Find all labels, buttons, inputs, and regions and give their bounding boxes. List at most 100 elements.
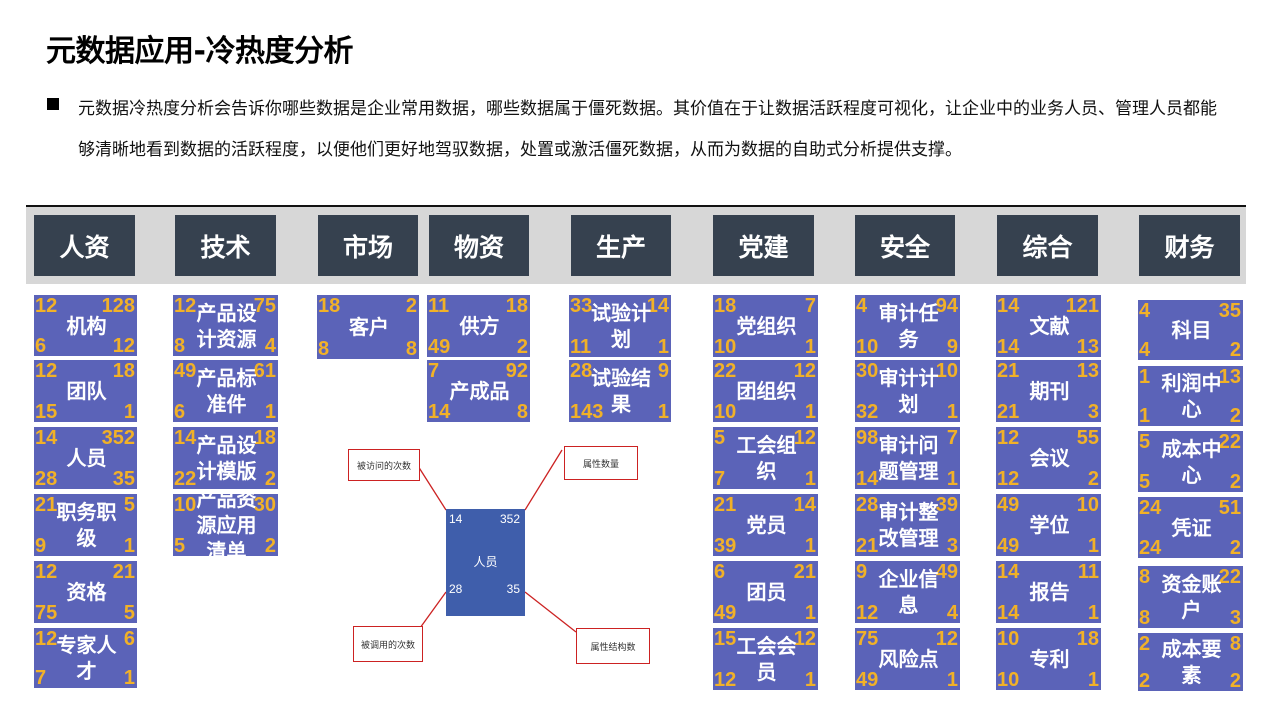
structure-count: 2 [1229, 405, 1241, 426]
visited-count: 21 [997, 360, 1020, 382]
visited-count: 5 [1139, 431, 1151, 453]
item-label: 凭证 [1171, 515, 1212, 540]
visited-count: 18 [318, 295, 341, 317]
category-header[interactable]: 市场 [318, 215, 418, 276]
category-header[interactable]: 人资 [34, 215, 135, 276]
visited-count: 22 [714, 360, 737, 382]
item-label: 产品标准件 [196, 366, 257, 416]
structure-count: 3 [1229, 607, 1241, 628]
visited-count: 12 [35, 360, 58, 382]
category-header[interactable]: 综合 [997, 215, 1098, 276]
structure-count: 2 [1229, 670, 1241, 691]
structure-count: 1 [804, 602, 816, 623]
attribute-count: 61 [253, 360, 276, 382]
category-header[interactable]: 生产 [571, 215, 671, 276]
visited-count: 14 [997, 295, 1020, 317]
structure-count: 1 [804, 669, 816, 690]
item-label: 机构 [66, 313, 107, 338]
category-header[interactable]: 党建 [713, 215, 814, 276]
item-label: 审计计划 [878, 366, 939, 416]
category-header[interactable]: 财务 [1139, 215, 1240, 276]
attribute-count: 10 [1076, 494, 1099, 516]
visited-count: 24 [1139, 497, 1162, 519]
item-label: 利润中心 [1161, 371, 1222, 421]
item-label: 专利 [1029, 647, 1070, 671]
attribute-count: 5 [123, 494, 135, 516]
structure-count: 4 [946, 602, 958, 623]
visited-count: 4 [1139, 300, 1151, 322]
attribute-count: 39 [935, 494, 958, 516]
called-count: 5 [174, 535, 186, 556]
structure-count: 2 [264, 535, 276, 556]
item-label: 会议 [1029, 446, 1070, 470]
structure-count: 1 [946, 669, 958, 690]
attribute-count: 18 [112, 360, 135, 382]
structure-count: 2 [1229, 339, 1241, 360]
structure-count: 1 [804, 468, 816, 489]
visited-count: 28 [570, 360, 593, 382]
category-header[interactable]: 物资 [429, 215, 529, 276]
called-count: 21 [997, 401, 1020, 422]
attribute-count: 75 [253, 295, 276, 317]
visited-count: 28 [856, 494, 879, 516]
category-header[interactable]: 安全 [855, 215, 955, 276]
item-label: 企业信息 [878, 567, 939, 617]
attribute-count: 7 [946, 427, 958, 449]
visited-count: 12 [35, 561, 58, 583]
annotation-attribute-count: 属性数量 [564, 446, 638, 480]
visited-count: 75 [856, 628, 879, 650]
called-count: 11 [570, 336, 592, 357]
item-label: 产品设计模版 [196, 433, 257, 483]
structure-count: 1 [123, 535, 135, 556]
attribute-count: 22 [1218, 431, 1241, 453]
visited-count: 7 [428, 360, 440, 382]
called-count: 6 [35, 335, 47, 356]
category-header[interactable]: 技术 [175, 215, 276, 276]
structure-count: 1 [804, 336, 816, 357]
called-count: 49 [428, 336, 451, 357]
structure-count: 5 [123, 602, 135, 623]
item-label: 客户 [349, 315, 389, 339]
attribute-count: 2 [405, 295, 417, 317]
attribute-count: 18 [253, 427, 276, 449]
